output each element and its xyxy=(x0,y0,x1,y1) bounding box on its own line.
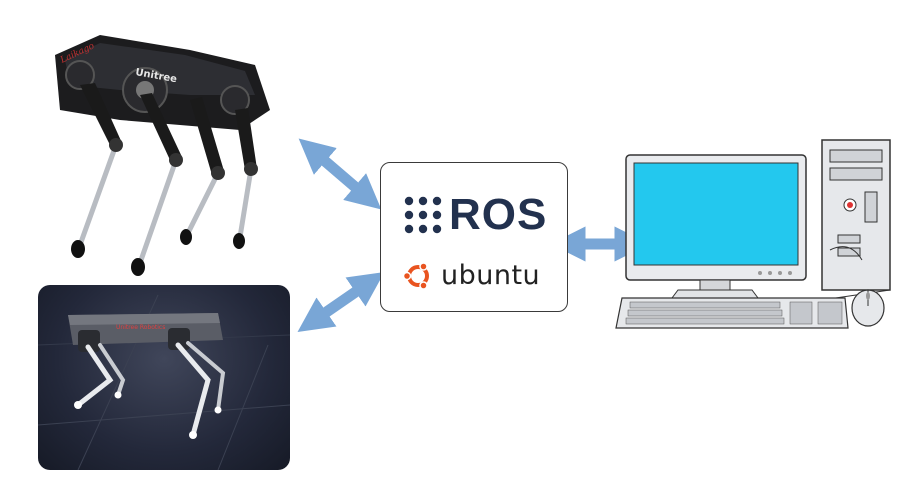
ros-logo: ROS xyxy=(403,193,547,237)
pc-tower xyxy=(821,139,891,301)
arrow-sim-ros xyxy=(297,272,385,332)
ros-dots-icon xyxy=(404,196,442,234)
ubuntu-circle-of-friends-icon xyxy=(403,262,429,290)
arrow-robot-ros xyxy=(298,138,382,210)
simulated-robot: Unitree Robotics xyxy=(38,294,290,470)
ros-wordmark: ROS xyxy=(449,190,548,239)
quadruped-robot-photo: Unitree Laikago xyxy=(55,35,270,276)
desktop-computer xyxy=(615,139,891,329)
ubuntu-wordmark: ubuntu xyxy=(441,260,541,291)
simulation-view: Unitree Robotics xyxy=(38,285,290,470)
keyboard xyxy=(615,297,849,329)
ros-ubuntu-box: ROS ubuntu xyxy=(380,162,568,312)
mouse xyxy=(829,246,885,327)
sim-robot-label: Unitree Robotics xyxy=(116,324,165,331)
monitor xyxy=(625,154,807,299)
ubuntu-logo: ubuntu xyxy=(403,259,540,293)
